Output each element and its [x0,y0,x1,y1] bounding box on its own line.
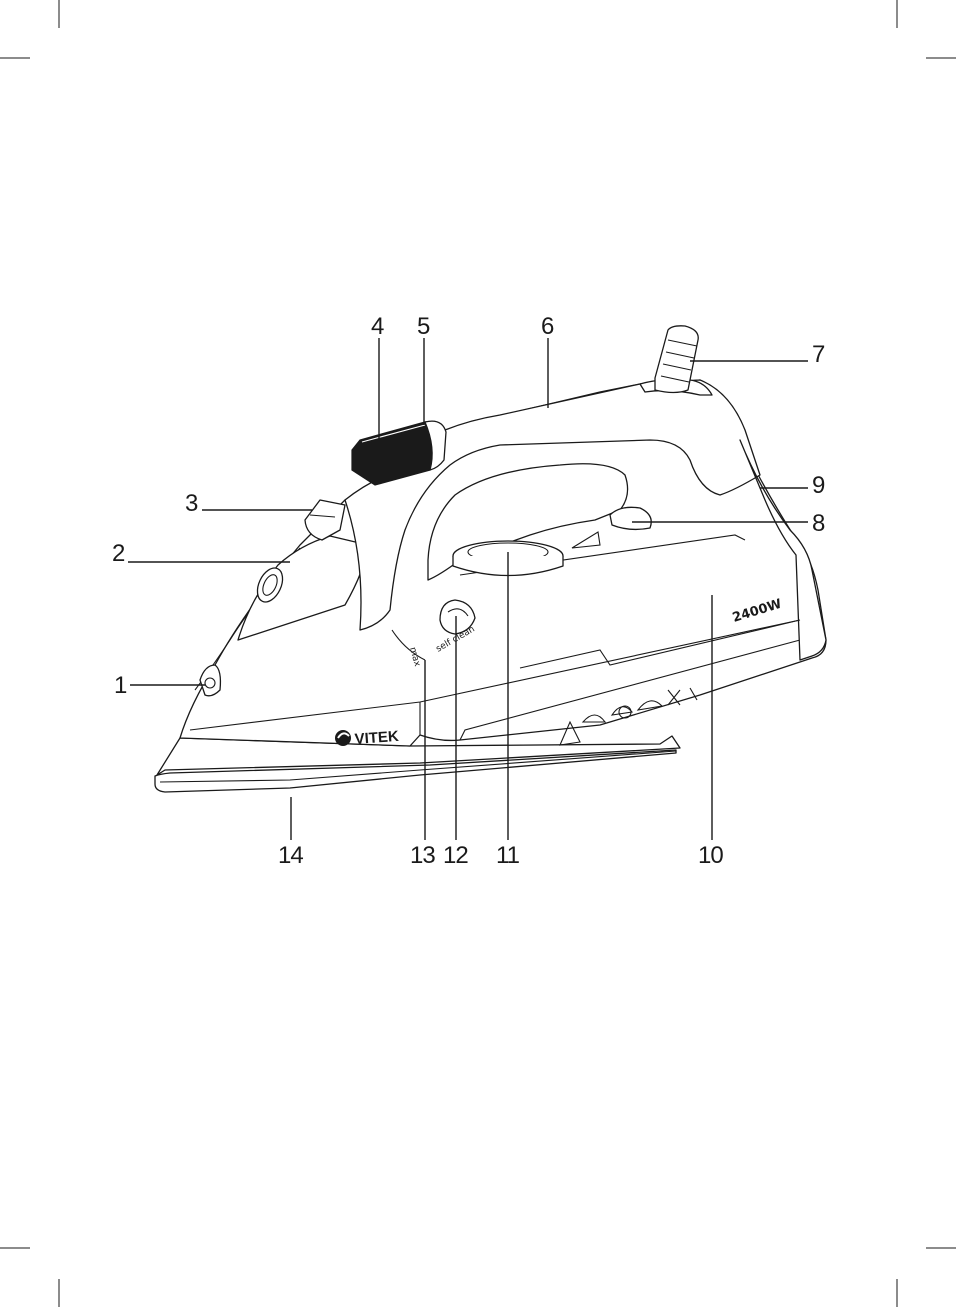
brand-text: VITEK [354,728,399,748]
callout-6: 6 [541,313,554,340]
callout-1: 1 [114,672,127,699]
iron-illustration: self clean max VITEK 2400W [155,326,826,792]
callout-14: 14 [278,842,303,869]
callout-4: 4 [371,313,384,340]
callout-7: 7 [812,341,825,368]
callout-2: 2 [112,540,125,567]
callout-8: 8 [812,510,825,537]
callout-5: 5 [417,313,430,340]
spray-nozzle [200,665,220,696]
callout-10: 10 [698,842,723,869]
callout-13: 13 [410,842,435,869]
callout-9: 9 [812,472,825,499]
anti-calc-button[interactable] [610,507,651,529]
callout-3: 3 [185,490,198,517]
brand-logo: VITEK [335,728,400,748]
callout-12: 12 [443,842,468,869]
callout-11: 11 [496,842,520,869]
